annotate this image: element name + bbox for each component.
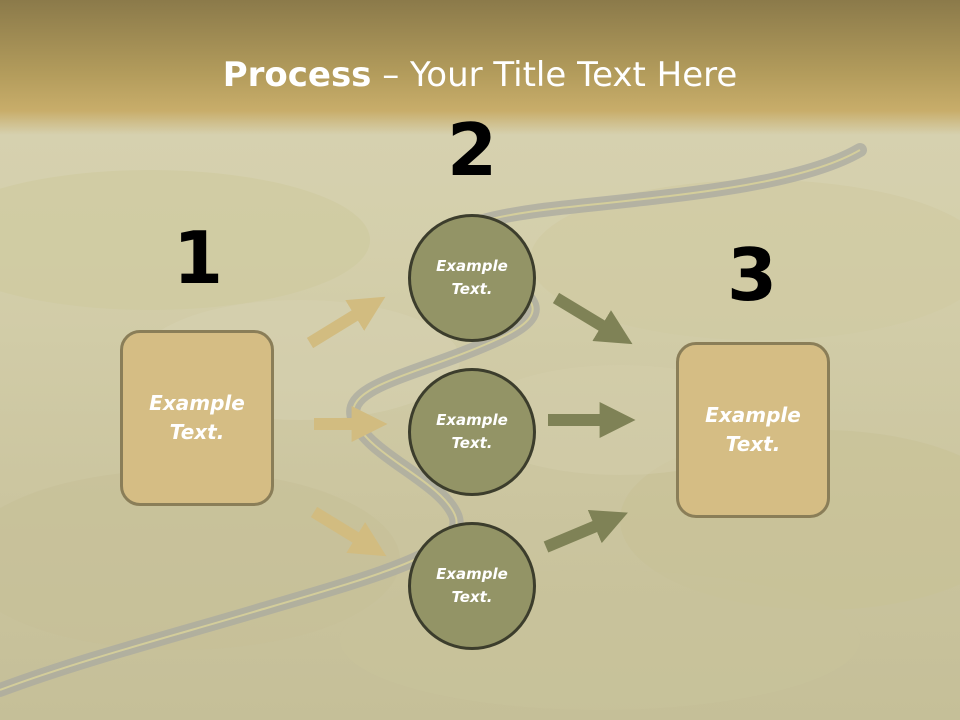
top-circle[interactable]: Example Text. [408,214,536,342]
arrow-from-bottom-circle [543,509,628,553]
title-subtitle-part: – Your Title Text Here [371,55,738,95]
arrow-from-top-circle [552,292,633,345]
right-text-box[interactable]: Example Text. [676,342,830,518]
title-band [0,0,960,135]
slide-title: Process – Your Title Text Here [0,52,960,98]
middle-circle[interactable]: Example Text. [408,368,536,496]
bottom-circle-text: Example Text. [436,565,508,606]
top-circle-text: Example Text. [436,257,508,298]
step-number-3: 3 [726,233,778,317]
right-box-text: Example Text. [705,403,801,456]
arrow-to-top-circle [306,296,386,349]
left-box-text: Example Text. [149,391,245,444]
left-text-box[interactable]: Example Text. [120,330,274,506]
middle-circle-text: Example Text. [436,411,508,452]
step-number-1: 1 [172,216,224,300]
title-bold-part: Process [222,55,372,95]
bottom-circle[interactable]: Example Text. [408,522,536,650]
step-number-2: 2 [446,108,498,192]
arrow-to-bottom-circle [310,506,387,557]
